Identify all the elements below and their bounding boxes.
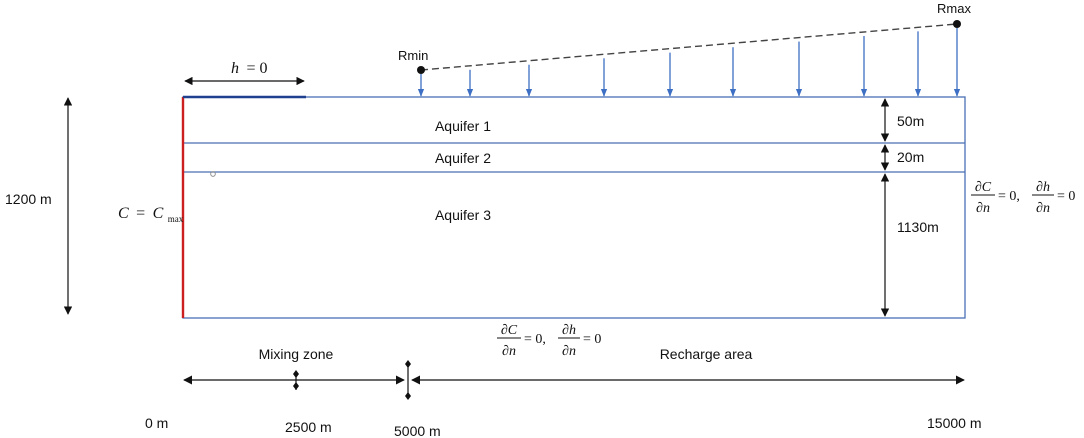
svg-text:∂n: ∂n [502,344,516,359]
marker-2500 [293,370,299,390]
aquifer-1-label: Aquifer 1 [435,118,491,134]
distance-2500: 2500 m [285,419,332,435]
svg-text:= 0: = 0 [1057,189,1075,204]
mixing-zone-label: Mixing zone [259,346,334,362]
observation-point [210,171,216,177]
recharge-area-label: Recharge area [660,346,753,362]
thickness-label-3: 1130m [897,219,939,235]
svg-text:∂C: ∂C [501,323,518,338]
h0-condition: h = 0 [231,60,267,77]
svg-text:∂h: ∂h [1036,180,1050,195]
svg-text:= 0: = 0 [583,332,601,347]
svg-text:= 0,: = 0, [524,332,546,347]
thickness-label-2: 20m [897,149,924,165]
cmax-condition: C = C max [118,205,184,224]
svg-text:∂n: ∂n [1036,201,1050,216]
svg-text:= 0,: = 0, [998,189,1020,204]
distance-5000: 5000 m [394,423,441,438]
thickness-label-1: 50m [897,113,924,129]
aquifer-3-label: Aquifer 3 [435,207,491,223]
recharge-profile-line [420,23,958,71]
bottom-boundary-condition: ∂C ∂n = 0, ∂h ∂n = 0 [497,323,601,359]
right-boundary-condition: ∂C ∂n = 0, ∂h ∂n = 0 [971,180,1075,216]
svg-text:∂h: ∂h [562,323,576,338]
rmin-point [417,66,425,74]
distance-0: 0 m [145,415,168,431]
svg-text:∂n: ∂n [562,344,576,359]
aquifer-2-label: Aquifer 2 [435,150,491,166]
rmin-label: Rmin [398,48,428,63]
recharge-arrows [417,28,961,97]
svg-text:∂C: ∂C [975,180,992,195]
distance-15000: 15000 m [927,415,981,431]
rmax-point [953,20,961,28]
svg-text:∂n: ∂n [976,201,990,216]
rmax-label: Rmax [937,1,971,16]
model-domain [182,96,966,319]
total-depth-label: 1200 m [5,191,52,207]
